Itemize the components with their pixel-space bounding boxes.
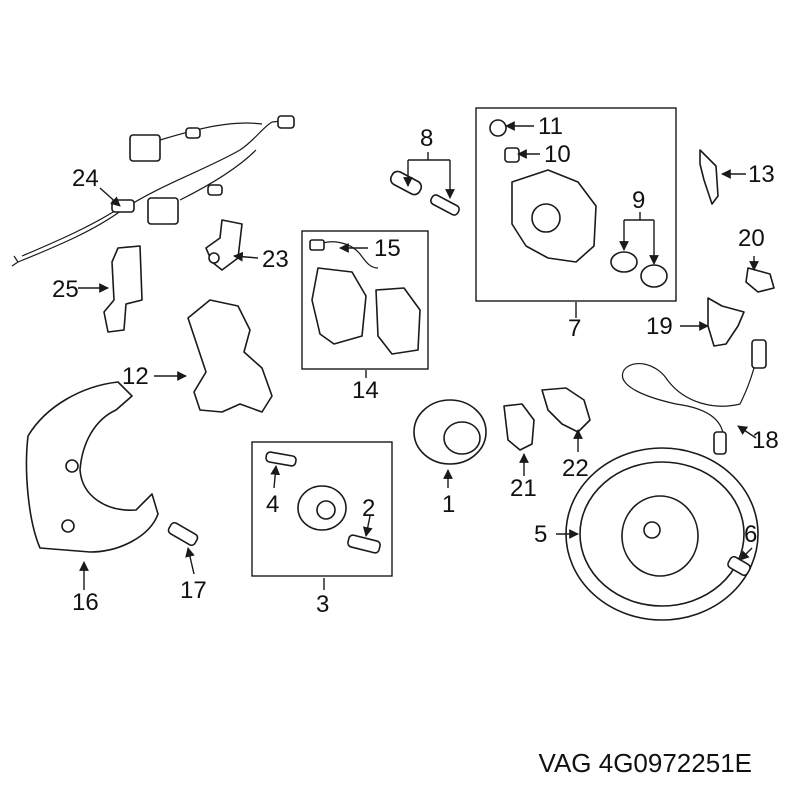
group-box-pads [301, 230, 429, 370]
callout-7: 7 [568, 315, 581, 342]
clip-20 [745, 267, 775, 293]
brake-pad-set [309, 239, 421, 355]
brake-hose [621, 339, 767, 455]
callout-23: 23 [262, 246, 289, 273]
brake-disc [565, 447, 759, 621]
bracket-25 [103, 245, 143, 333]
clip-13 [699, 149, 719, 205]
callout-11: 11 [538, 113, 563, 140]
caliper-carrier [187, 299, 273, 413]
bracket-21 [503, 403, 535, 451]
group-box-bearing [251, 441, 393, 577]
callout-2: 2 [362, 495, 375, 522]
screw-6 [727, 555, 751, 577]
piston-seals [610, 251, 668, 288]
wheel-bearing-kit [265, 451, 381, 554]
group-box-caliper [475, 107, 677, 302]
callout-3: 3 [316, 591, 329, 618]
callout-13: 13 [748, 161, 775, 188]
callout-16: 16 [72, 589, 99, 616]
callout-5: 5 [534, 521, 547, 548]
callout-1: 1 [442, 491, 455, 518]
callout-6: 6 [744, 521, 757, 548]
callout-4: 4 [266, 491, 279, 518]
callout-19: 19 [646, 313, 673, 340]
callout-15: 15 [374, 235, 401, 262]
bolt-17 [167, 521, 199, 547]
callout-22: 22 [562, 455, 589, 482]
callout-20: 20 [738, 225, 765, 252]
callout-25: 25 [52, 276, 79, 303]
callout-17: 17 [180, 577, 207, 604]
callout-8: 8 [420, 125, 433, 152]
bracket-19 [707, 297, 745, 347]
callout-21: 21 [510, 475, 537, 502]
callout-10: 10 [544, 141, 571, 168]
part-number-label: VAG 4G0972251E [538, 748, 752, 778]
abs-sensor [205, 219, 243, 271]
bracket-22 [541, 387, 591, 433]
wear-sensor-harness [11, 115, 295, 267]
callout-9: 9 [632, 187, 645, 214]
splash-shield [25, 381, 159, 553]
wheel-hub [413, 399, 487, 465]
callout-14: 14 [352, 377, 379, 404]
callout-18: 18 [752, 427, 779, 454]
callout-12: 12 [122, 363, 149, 390]
callout-24: 24 [72, 165, 99, 192]
